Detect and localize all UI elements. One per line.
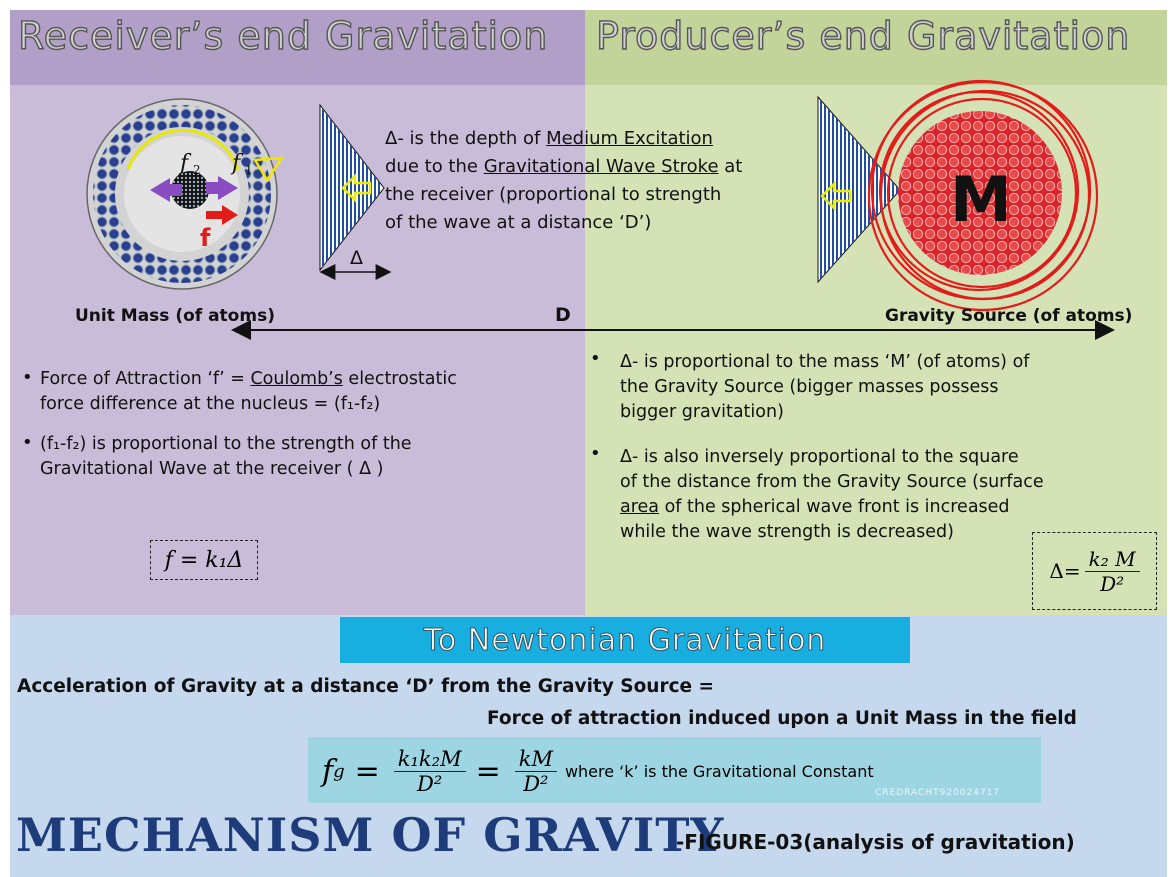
rb1-line2: the Gravity Source (bigger masses posses… [620,377,999,397]
desc-line2-prefix: due to the [385,156,484,177]
delta-equation-box: Δ= k₂ M D² [1032,532,1157,610]
medium-excitation-description: Δ- is the depth of Medium Excitation due… [385,125,742,237]
nucleus [171,171,209,209]
rb2-line3-suffix: of the spherical wave front is increased [659,497,1010,517]
figure-caption: -FIGURE-03(analysis of gravitation) [676,830,1075,854]
mass-symbol: M [950,163,1012,236]
rb1-line3: bigger gravitation) [620,402,784,422]
f2-subscript: 2 [193,163,201,177]
producer-header-band [585,10,1167,85]
field-ring [886,97,1078,289]
delta-numerator: k₂ M [1084,547,1140,572]
desc-line4: of the wave at a distance ‘D’) [385,212,652,233]
bullet-icon: • [590,443,601,464]
b1-prefix: Force of Attraction ‘f’ = [40,369,251,389]
rb1-line1: Δ- is proportional to the mass ‘M’ (of a… [620,352,1030,372]
force-equation-box: f = k₁Δ [150,540,258,580]
wave-stroke-term: Gravitational Wave Stroke [483,156,719,177]
rb2-line4: while the wave strength is decreased) [620,522,954,542]
net-force-arrow-icon [206,205,238,225]
gravity-source-label: Gravity Source (of atoms) [885,306,1133,326]
bullet-icon: • [22,432,33,453]
bullet-icon: • [22,367,33,388]
receiver-header-band [10,10,585,85]
producer-wave-triangle [817,95,901,284]
unit-mass-atom: f 2 f 1 f [86,98,285,290]
producer-panel [585,10,1167,615]
force-difference-bullet: (f₁-f₂) is proportional to the strength … [40,432,412,482]
desc-line2-suffix: at [718,156,743,177]
distance-label: D [555,304,571,326]
f1-subscript: 1 [245,163,253,177]
coulomb-force-bullet: Force of Attraction ‘f’ = Coulomb’s elec… [40,367,457,417]
fg-subscript: g [333,760,345,782]
fg-denominator-2: D² [523,771,549,796]
acceleration-statement: Acceleration of Gravity at a distance ‘D… [17,676,715,697]
desc-line3: the receiver (proportional to strength [385,184,722,205]
receiver-title: Receiver’s end Gravitation [17,13,549,58]
rb2-line2: of the distance from the Gravity Source … [620,472,1044,492]
mass-core [898,111,1062,275]
force-f2-arrow-icon [150,178,182,202]
net-force-label: f [200,224,211,252]
receiver-wave-arrow-icon [341,173,372,203]
rb2-line1: Δ- is also inversely proportional to the… [620,447,1019,467]
credit-watermark: CREDRACHT920024717 [875,788,1001,798]
fg-fraction-1: k₁k₂M D² [393,747,466,796]
receiver-panel [10,10,585,615]
delta-fraction: k₂ M D² [1084,547,1140,596]
electron-shell [93,105,271,283]
force-statement: Force of attraction induced upon a Unit … [487,708,1077,729]
producer-wave-arrow-icon [820,181,852,211]
delta-dimension-label: Δ [350,247,363,269]
figure-title: MECHANISM OF GRAVITY [16,808,725,862]
b1-suffix: electrostatic [342,369,457,389]
orbit-arrowhead-icon [252,156,285,183]
fg-symbol: f [322,753,334,789]
gravity-source-mass: M [867,79,1099,312]
b2-line2: Gravitational Wave at the receiver ( Δ ) [40,459,384,479]
orbit-arc [126,128,240,171]
desc-line1-prefix: Δ- is the depth of [385,128,547,149]
bullet-icon: • [590,348,601,369]
receiver-wave-stroke: Δ [319,103,392,280]
delta-denominator: D² [1100,571,1125,596]
unit-mass-label: Unit Mass (of atoms) [75,306,275,326]
delta-lhs: Δ= [1049,559,1081,583]
area-term: area [620,497,660,517]
force-f1-arrow-icon [206,176,238,200]
medium-excitation-term: Medium Excitation [546,128,713,149]
inverse-square-bullet: Δ- is also inversely proportional to the… [620,445,1044,545]
fg-numerator-2: kM [514,747,557,772]
fg-fraction-2: kM D² [514,747,557,796]
fg-numerator-1: k₁k₂M [393,747,466,772]
gravitational-constant-note: where ‘k’ is the Gravitational Constant [564,761,874,781]
mass-proportional-bullet: Δ- is proportional to the mass ‘M’ (of a… [620,350,1029,425]
b2-line1: (f₁-f₂) is proportional to the strength … [40,434,412,454]
newtonian-banner: To Newtonian Gravitation [340,617,910,663]
field-ring [867,80,1099,312]
coulomb-term: Coulomb’s [250,369,343,389]
equals-sign: = [354,753,380,789]
equals-sign: = [475,753,501,789]
b1-line2: force difference at the nucleus = (f₁-f₂… [40,394,381,414]
gravity-formula-band [308,737,1041,803]
fg-denominator-1: D² [417,771,443,796]
producer-title: Producer’s end Gravitation [595,13,1131,58]
receiver-wave-lines [322,108,380,267]
